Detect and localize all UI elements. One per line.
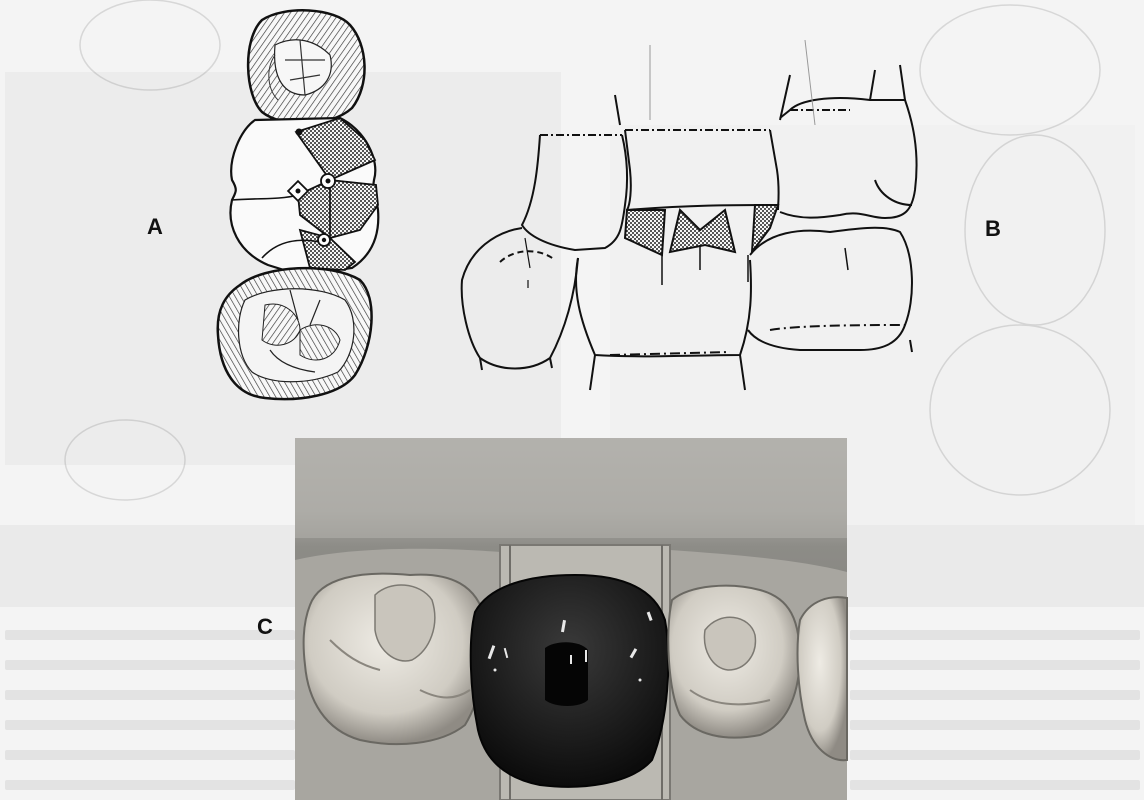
panel-b-prep-right — [752, 205, 778, 252]
panel-c-photo — [295, 438, 847, 800]
panel-b-upper-middle-tooth — [625, 130, 779, 210]
panel-a-pin-hole-1 — [296, 129, 303, 136]
panel-b-lower-left-tooth — [462, 228, 578, 369]
panel-label-c: C — [257, 614, 273, 640]
panel-a-pin-hole-2 — [321, 174, 335, 188]
panel-a-drawing — [218, 10, 379, 399]
panel-a-pin-hole-4 — [318, 234, 330, 246]
panel-b-upper-left-tooth — [522, 135, 627, 250]
panel-b-upper-right-tooth — [780, 98, 917, 218]
panel-b-prep-middle — [670, 210, 735, 252]
panel-b-lower-right-tooth — [748, 228, 912, 350]
panel-b-drawing — [462, 40, 917, 390]
panel-b-lower-middle-tooth — [576, 258, 751, 356]
panel-label-a: A — [147, 214, 163, 240]
panel-b-prep-left — [625, 210, 665, 255]
panel-label-b: B — [985, 216, 1001, 242]
